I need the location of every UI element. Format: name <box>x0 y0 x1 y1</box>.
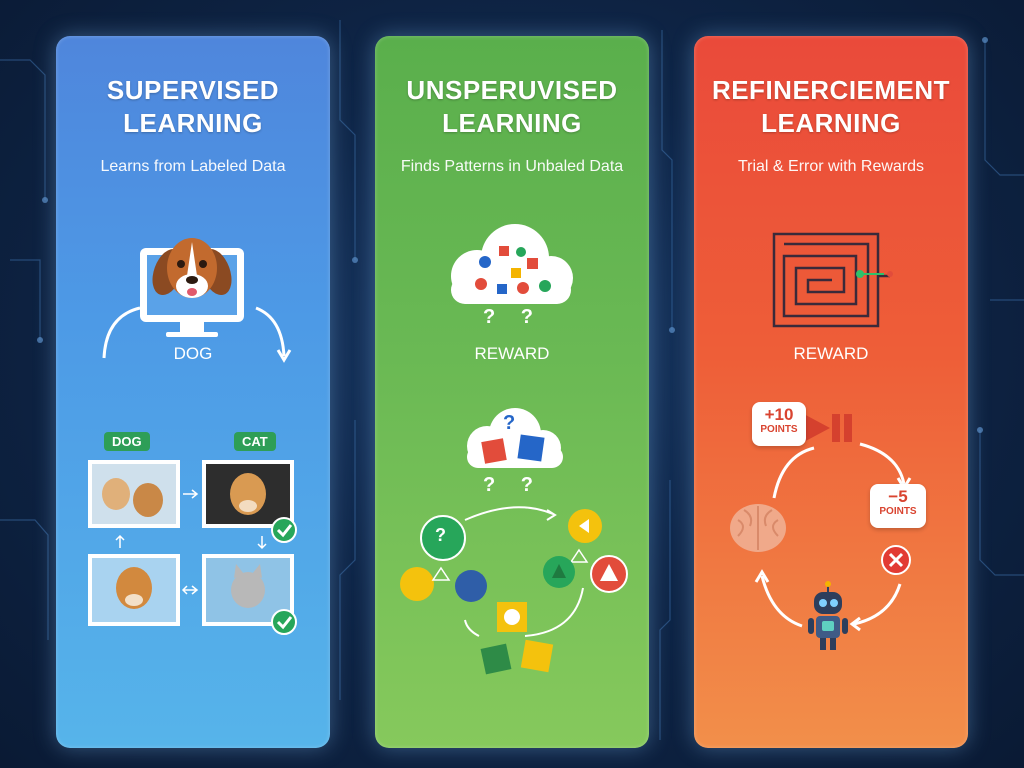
title-line-1: SUPERVISED <box>106 75 280 105</box>
question-marks: ? ? <box>483 474 543 496</box>
title-line-2: LEARNING <box>761 108 901 138</box>
panel-title: SUPERVISED LEARNING <box>56 74 330 140</box>
maze-icon <box>772 232 890 328</box>
title-line-1: UNSPERUVISED <box>406 75 618 105</box>
question-mark-icon: ? <box>503 412 526 434</box>
labeled-image-grid <box>88 460 294 626</box>
cloud-icon <box>467 408 563 468</box>
cloud-icon <box>451 224 573 304</box>
reward-value: +10 <box>764 405 794 424</box>
title-line-2: LEARNING <box>123 108 263 138</box>
reinforcement-learning-panel: REFINERCIEMENT LEARNING Trial & Error wi… <box>694 36 968 748</box>
check-icon <box>271 517 297 635</box>
center-label: DOG <box>173 344 213 363</box>
penalty-badge: −5 POINTS <box>870 484 926 528</box>
unsupervised-learning-panel: UNSPERUVISED LEARNING Finds Patterns in … <box>375 36 649 748</box>
center-label: REWARD <box>474 344 550 363</box>
cycle-arrow-left <box>102 306 141 359</box>
cat-tag: CAT <box>234 432 276 451</box>
robot-icon <box>808 581 848 650</box>
title-line-2: LEARNING <box>442 108 582 138</box>
dog-tag: DOG <box>104 432 150 451</box>
dog-monitor-icon <box>140 238 244 337</box>
question-marks: ? ? <box>483 306 543 328</box>
penalty-value: −5 <box>888 487 908 506</box>
center-label: REWARD <box>793 344 869 363</box>
cycle-arrow-right <box>255 306 286 357</box>
panel-title: UNSPERUVISED LEARNING <box>375 74 649 140</box>
title-line-1: REFINERCIEMENT <box>711 75 951 105</box>
unsupervised-illustration <box>400 224 628 675</box>
panel-title: REFINERCIEMENT LEARNING <box>694 74 968 140</box>
cross-icon <box>881 545 911 575</box>
points-label: POINTS <box>879 506 917 517</box>
panel-subtitle: Trial & Error with Rewards <box>737 158 925 175</box>
panel-subtitle: Learns from Labeled Data <box>100 158 286 175</box>
points-label: POINTS <box>760 424 798 435</box>
panel-subtitle: Finds Patterns in Unbaled Data <box>400 158 624 175</box>
brain-icon <box>730 504 786 552</box>
supervised-learning-panel: SUPERVISED LEARNING Learns from Labeled … <box>56 36 330 748</box>
question-mark-icon: ? <box>435 525 456 545</box>
reward-badge: +10 POINTS <box>752 402 806 446</box>
reinforcement-illustration <box>730 232 912 650</box>
supervised-illustration <box>88 238 297 635</box>
